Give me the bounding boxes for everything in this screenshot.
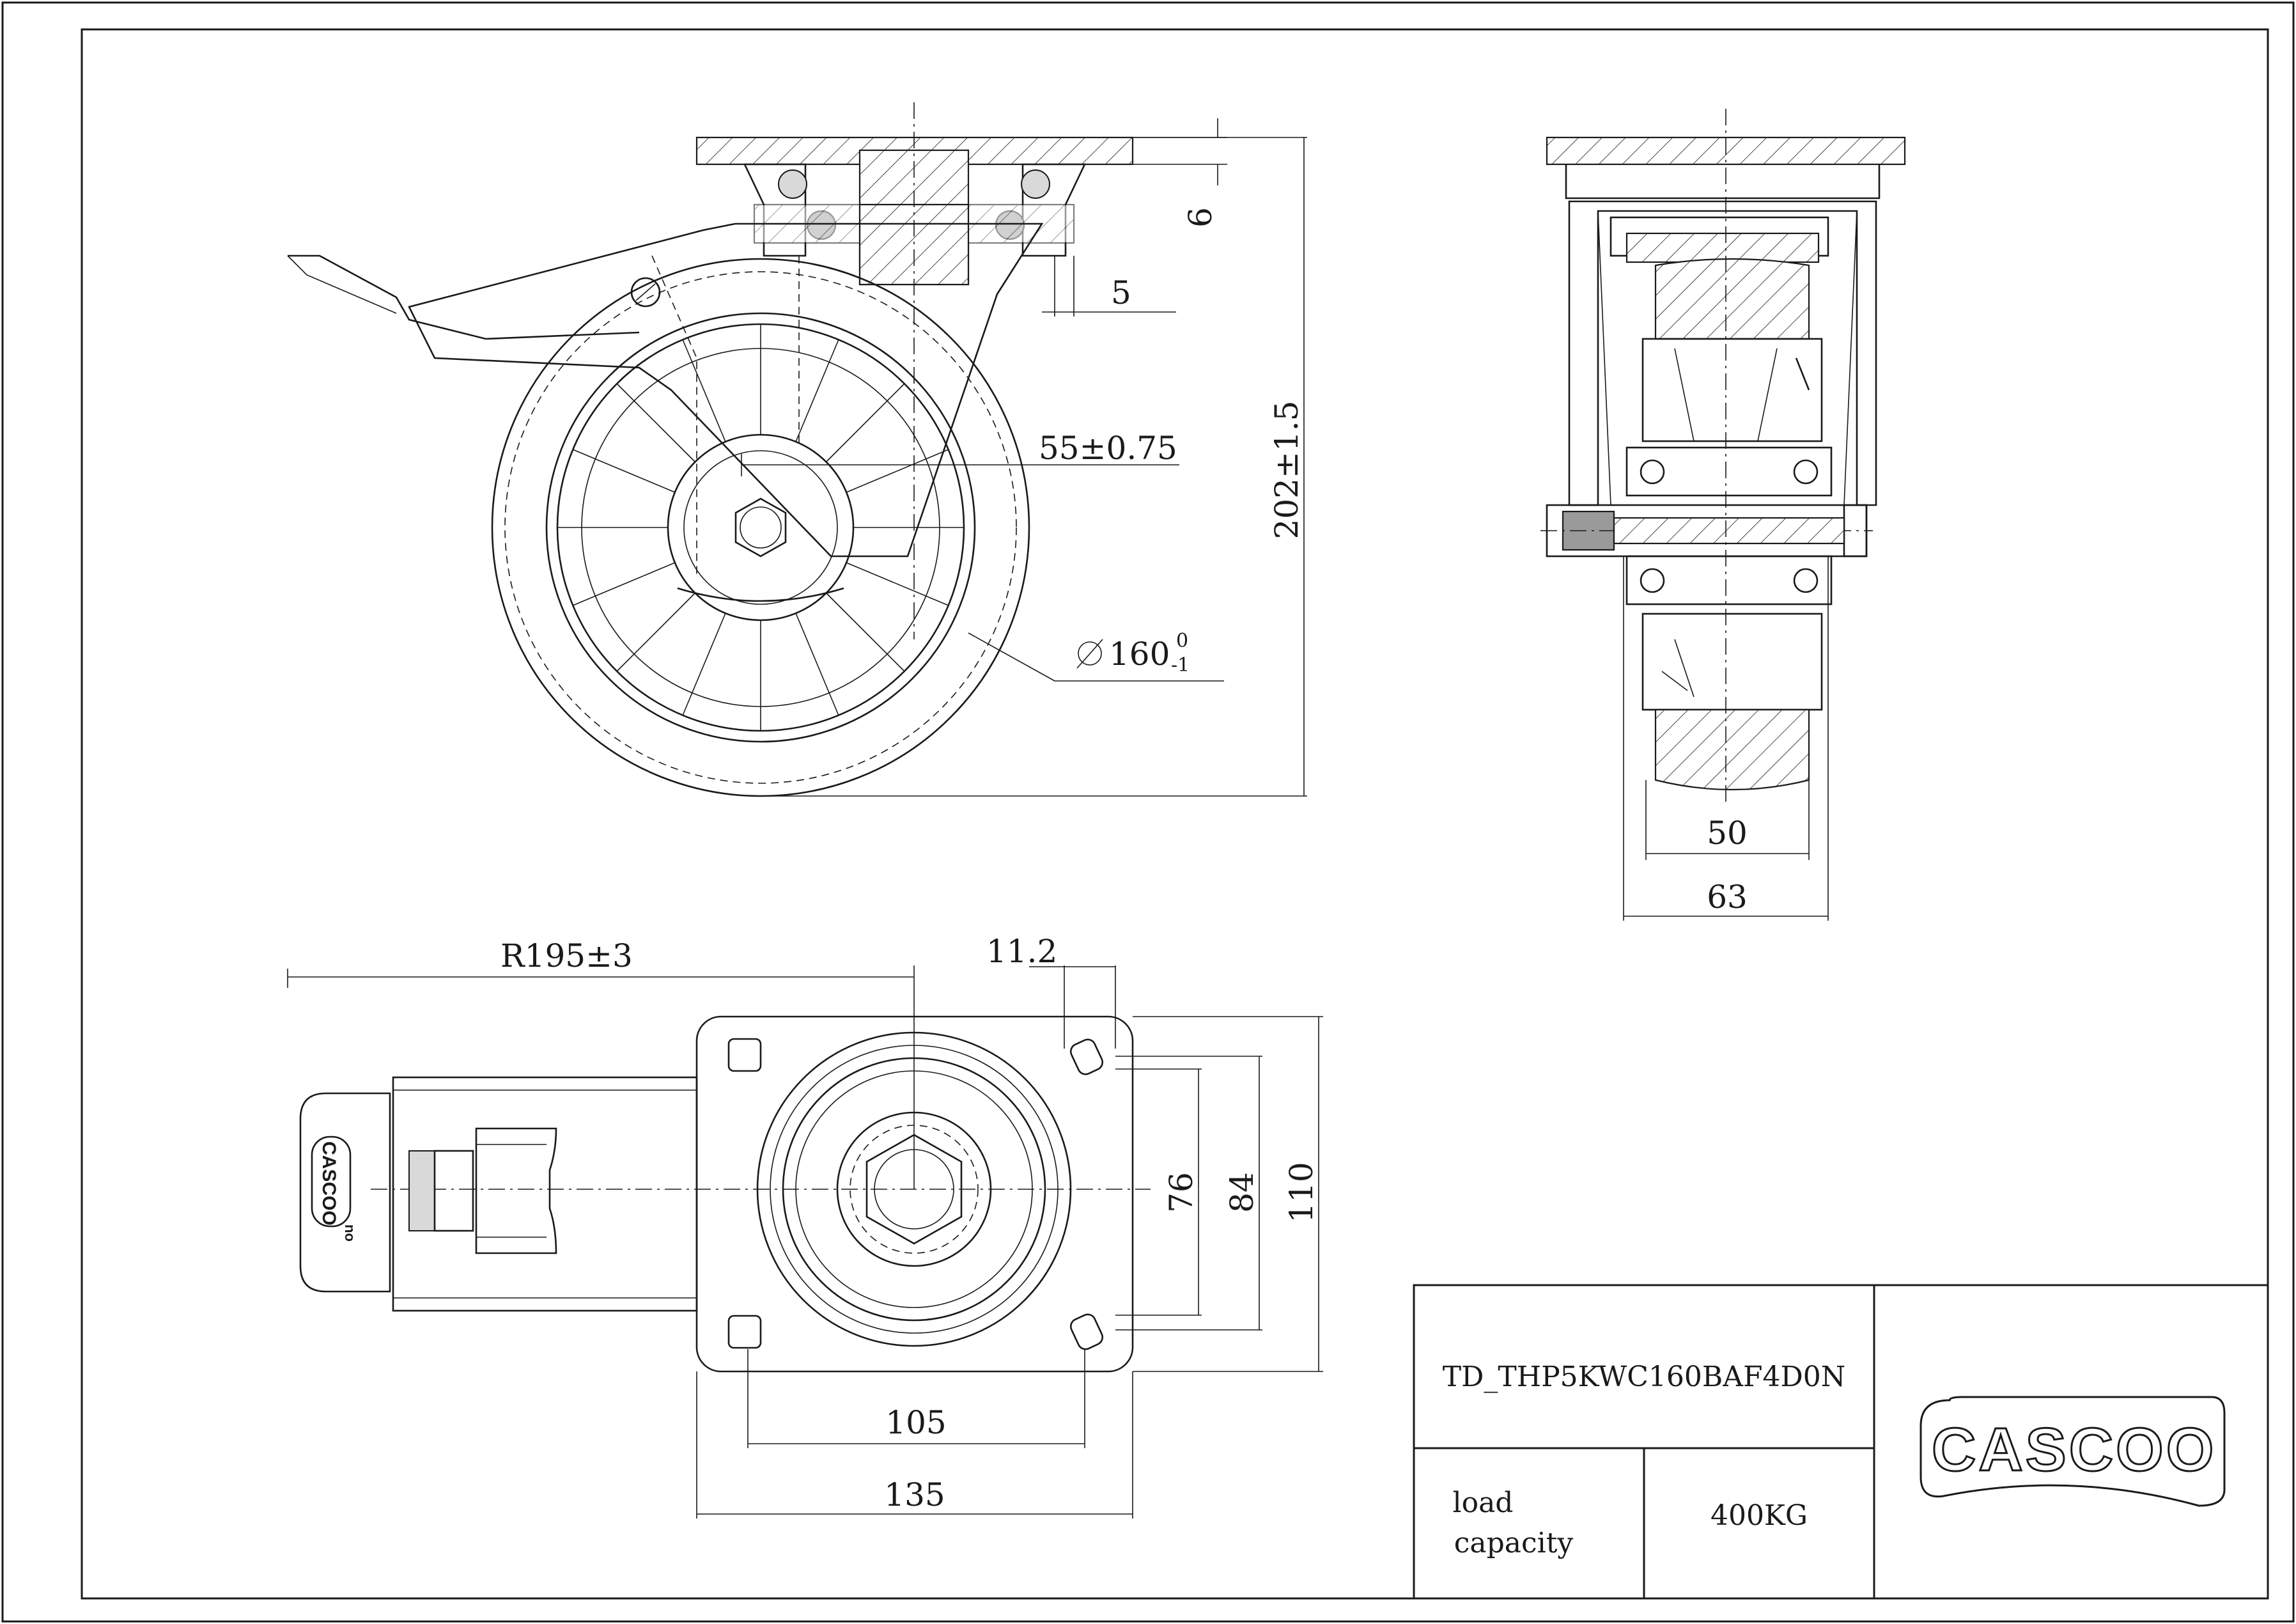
brake-pedal: [299, 1092, 391, 1293]
load-value: 400KG: [1710, 1499, 1808, 1532]
dim-bolt-spacing-short: 76: [1163, 1172, 1200, 1213]
pedal-mark: no: [342, 1224, 358, 1242]
side-view: 6 5 55±0.75 202±1.5 160 0 -1: [287, 102, 1307, 797]
svg-text:160: 160: [1109, 636, 1170, 673]
top-kingpin-nut: [865, 1134, 963, 1245]
top-view: CASCOO no R195±3 11.2 76 84 110 105: [287, 933, 1323, 1519]
dim-swivel-radius: R195±3: [500, 937, 633, 974]
dim-wheel-width: 50: [1707, 815, 1748, 852]
side-wheel-rim: [545, 312, 976, 743]
side-bearing-ball-1: [778, 169, 807, 199]
dim-overall-height: 202±1.5: [1268, 401, 1305, 540]
dim-fork-width: 63: [1707, 878, 1748, 916]
pedal-logo: CASCOO: [318, 1141, 339, 1226]
dim-bearing-offset: 5: [1111, 274, 1131, 311]
title-block: TD_THP5KWC160BAF4D0N load capacity 400KG…: [1413, 1284, 2269, 1600]
model-number: TD_THP5KWC160BAF4D0N: [1443, 1361, 1846, 1393]
load-label-line1: load: [1453, 1487, 1514, 1519]
cascoo-logo: CASCOO: [1920, 1396, 2226, 1507]
front-view: 50 63: [1540, 109, 1906, 921]
dim-wheel-diameter: 160 0 -1: [1076, 630, 1190, 676]
svg-text:CASCOO: CASCOO: [1932, 1416, 2216, 1484]
dim-plate-thickness: 6: [1182, 207, 1219, 228]
top-fork-arm: [392, 1076, 698, 1312]
front-wheel-upper: [1654, 258, 1810, 340]
svg-text:0: 0: [1176, 630, 1188, 652]
load-label-line2: capacity: [1454, 1527, 1574, 1559]
side-bearing-ball-2: [1021, 169, 1050, 199]
side-wheel-spokes: [557, 325, 964, 731]
top-plate: [695, 1015, 1134, 1373]
dim-bolt-hole: 11.2: [986, 933, 1057, 970]
brake-lever: [288, 254, 640, 340]
side-axle-nut: [734, 497, 787, 558]
dim-bolt-spacing-long: 105: [885, 1404, 946, 1441]
dim-plate-width: 110: [1283, 1162, 1320, 1222]
front-wheel-lower: [1654, 708, 1810, 791]
dim-plate-length: 135: [884, 1476, 945, 1513]
side-fork: [408, 223, 1044, 558]
inner-frame: [81, 28, 2269, 1600]
dim-swivel-offset: 55±0.75: [1039, 430, 1177, 467]
svg-text:-1: -1: [1171, 654, 1190, 676]
dim-bolt-spacing-mid: 84: [1223, 1172, 1260, 1213]
